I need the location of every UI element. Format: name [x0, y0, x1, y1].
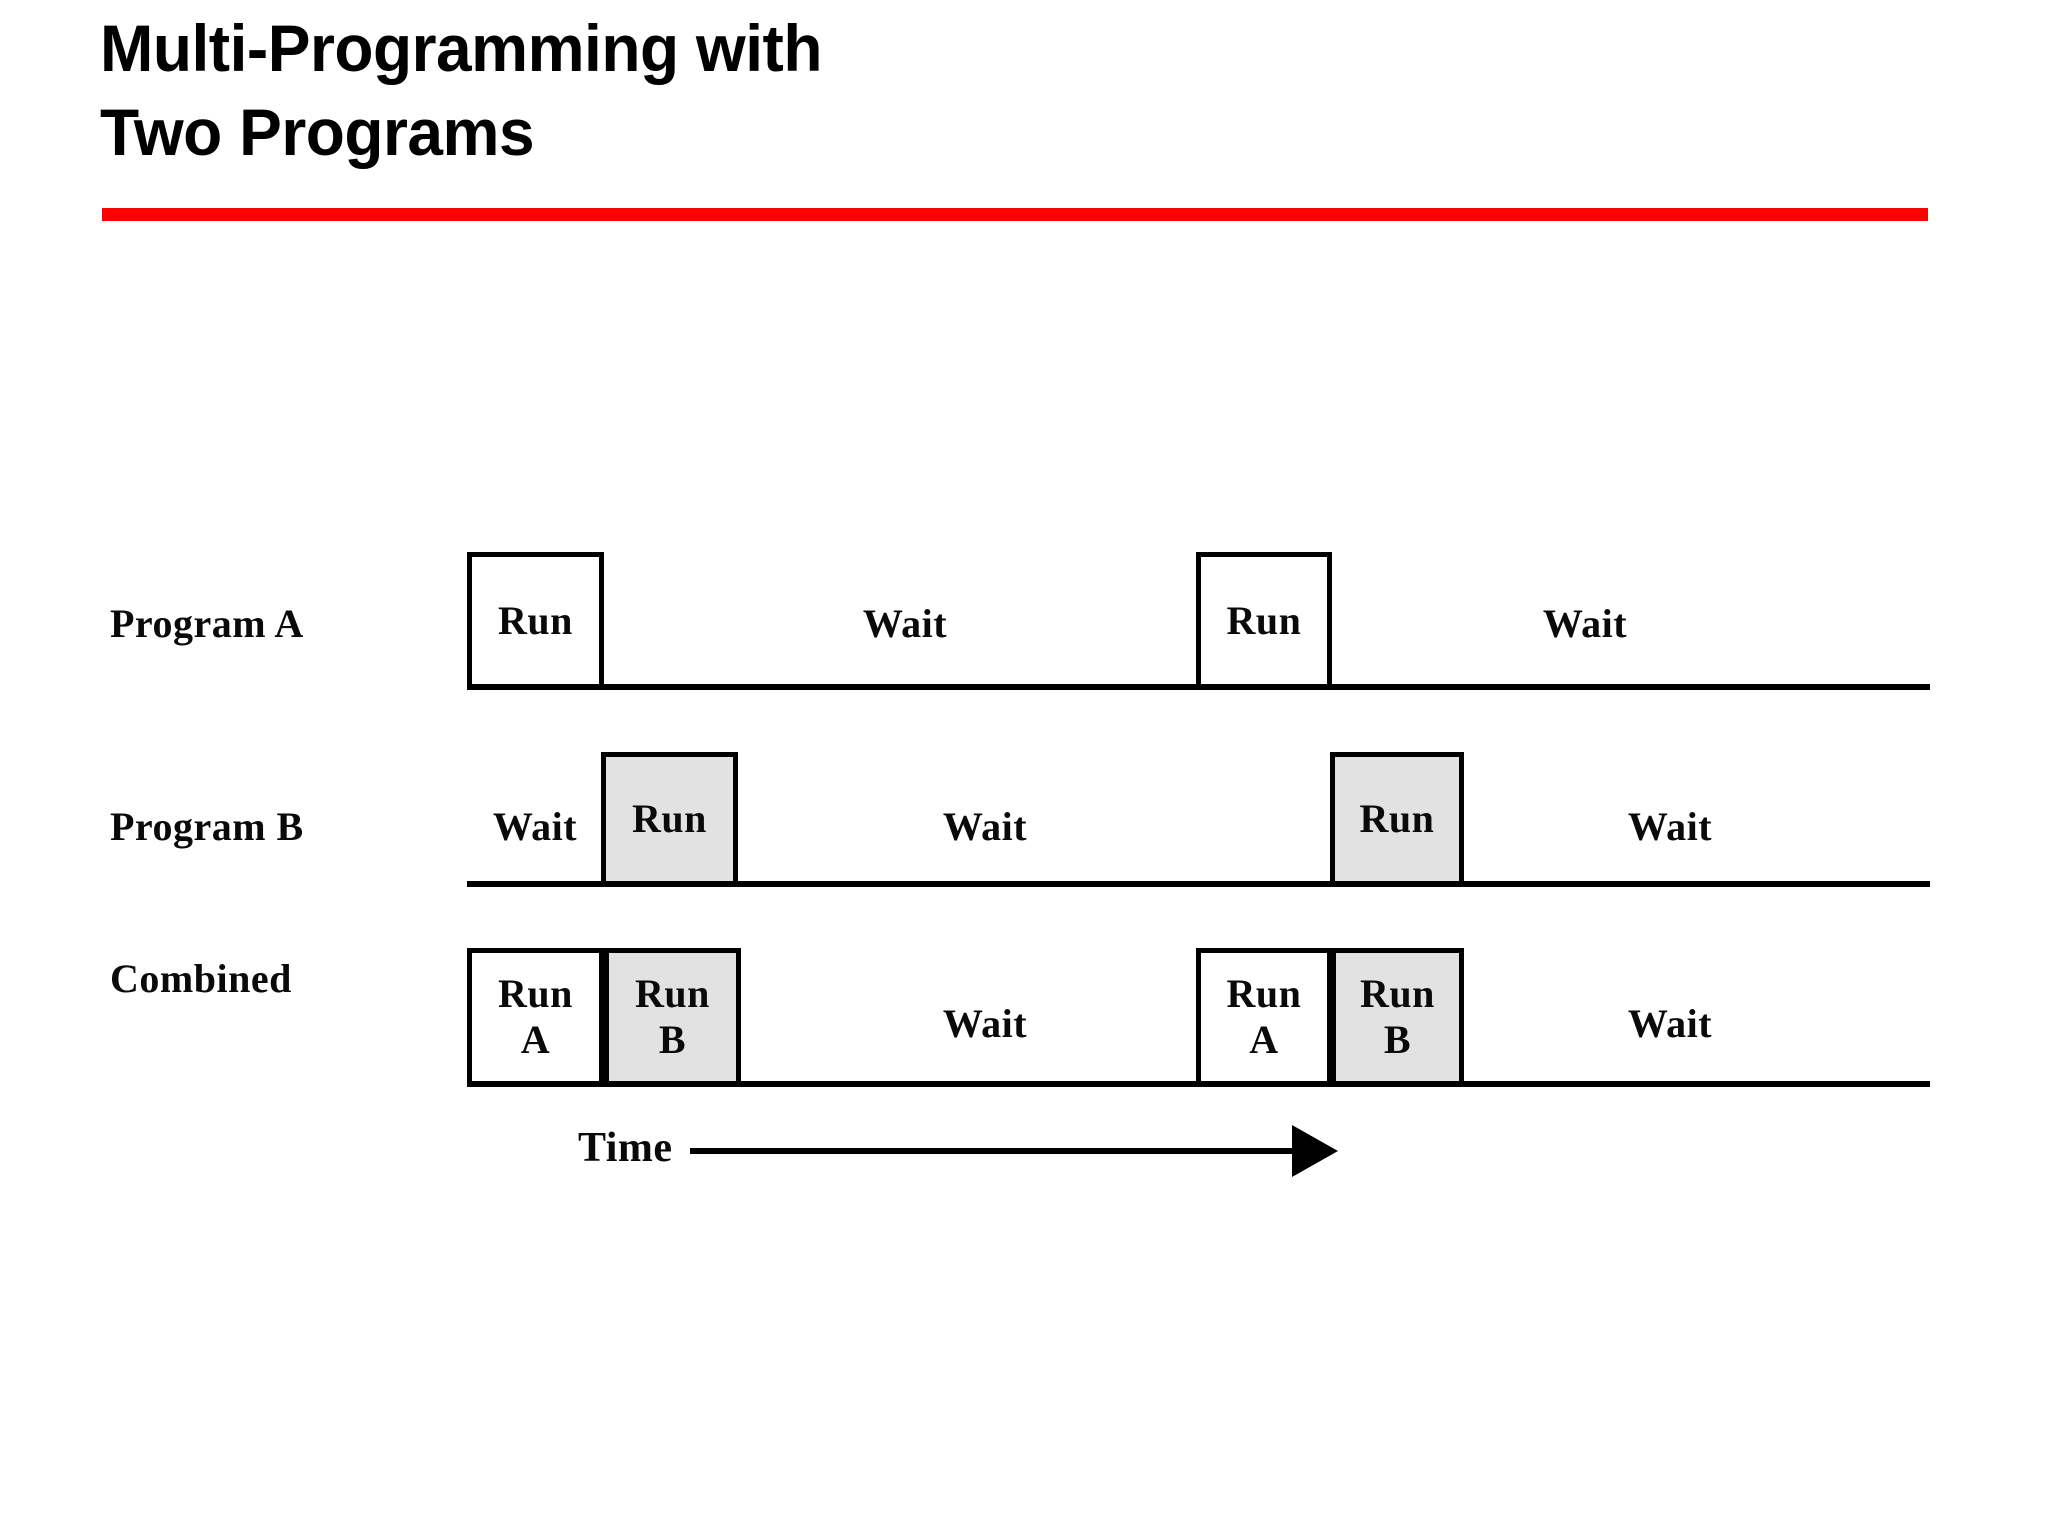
slide-title-block: Multi-Programming with Two Programs [100, 0, 1960, 174]
segment-label: Run [635, 970, 710, 1016]
segment-program-a-wait-1: Wait [862, 601, 948, 646]
segment-label: Run [498, 597, 573, 643]
time-arrow-line [690, 1148, 1300, 1154]
row-label-combined: Combined [110, 956, 292, 1001]
segment-sublabel: A [520, 1017, 551, 1063]
time-axis-label: Time [578, 1125, 673, 1171]
segment-label: Run [1226, 597, 1302, 643]
axis-line-program-b [467, 881, 1930, 887]
segment-sublabel: B [658, 1017, 687, 1063]
segment-combined-run-a-2: Run A [1196, 948, 1332, 1086]
time-arrow-head-icon [1292, 1125, 1338, 1177]
segment-program-a-run-1: Run [467, 552, 604, 689]
segment-program-b-run-2: Run [1330, 752, 1464, 886]
page-title-line-2: Two Programs [100, 95, 535, 169]
segment-sublabel: B [1383, 1017, 1412, 1063]
segment-combined-wait-2: Wait [1627, 1001, 1713, 1046]
segment-label: Run [632, 796, 707, 841]
segment-program-a-wait-2: Wait [1542, 601, 1628, 646]
row-label-program-b: Program B [110, 804, 304, 849]
segment-combined-run-b-2: Run B [1331, 948, 1464, 1086]
page-title-line-1: Multi-Programming with [100, 11, 822, 85]
segment-program-b-run-1: Run [601, 752, 738, 886]
segment-program-b-wait-3: Wait [1627, 804, 1713, 849]
segment-sublabel: A [1249, 1017, 1279, 1063]
segment-combined-run-a-1: Run A [467, 948, 604, 1086]
title-underline-rule [102, 208, 1928, 221]
segment-combined-wait-1: Wait [942, 1001, 1028, 1046]
row-label-program-a: Program A [110, 601, 304, 646]
segment-label: Run [1360, 970, 1435, 1016]
segment-combined-run-b-1: Run B [604, 948, 741, 1086]
segment-label: Run [1226, 970, 1302, 1016]
segment-label: Run [498, 970, 573, 1016]
segment-program-b-wait-1: Wait [492, 804, 578, 849]
segment-label: Run [1359, 796, 1435, 841]
segment-program-b-wait-2: Wait [942, 804, 1028, 849]
segment-program-a-run-2: Run [1196, 552, 1332, 689]
